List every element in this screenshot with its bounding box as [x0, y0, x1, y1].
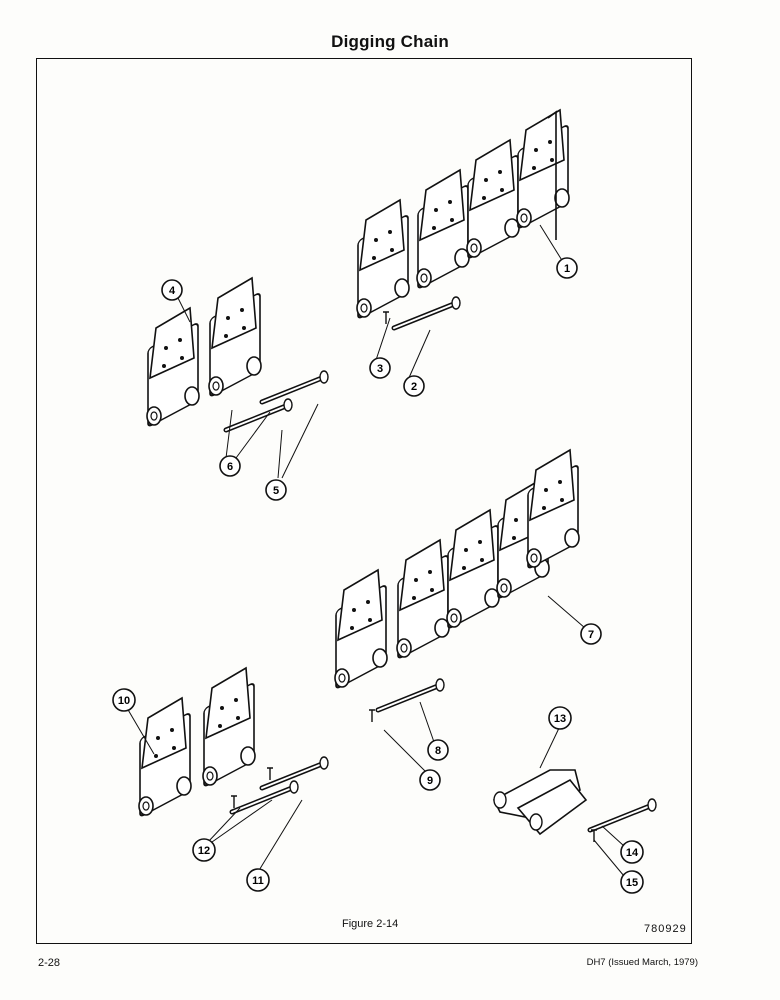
attachment-link-10 — [138, 667, 328, 818]
chain-assembly-upper — [356, 109, 570, 328]
svg-text:11: 11 — [252, 875, 264, 887]
callout-8: 8 — [427, 739, 449, 761]
attachment-link-4 — [146, 277, 328, 430]
callout-10: 10 — [112, 688, 136, 712]
figure-caption: Figure 2-14 — [342, 918, 399, 930]
svg-text:4: 4 — [169, 285, 176, 297]
callout-4: 4 — [161, 279, 183, 301]
callout-14: 14 — [620, 840, 644, 864]
callout-5: 5 — [265, 479, 287, 501]
svg-text:13: 13 — [554, 713, 566, 725]
callout-6: 6 — [219, 455, 241, 477]
callout-15: 15 — [620, 870, 644, 894]
svg-text:3: 3 — [377, 363, 383, 375]
callout-9: 9 — [419, 769, 441, 791]
svg-text:6: 6 — [227, 461, 233, 473]
page-number: 2-28 — [38, 957, 61, 969]
leader-lines — [126, 224, 625, 877]
svg-text:5: 5 — [273, 485, 279, 497]
svg-text:7: 7 — [588, 629, 594, 641]
svg-text:10: 10 — [118, 695, 130, 707]
figure-code: 780929 — [644, 923, 687, 935]
callout-1: 1 — [556, 257, 578, 279]
callout-2: 2 — [403, 375, 425, 397]
callout-3: 3 — [369, 357, 391, 379]
callout-11: 11 — [246, 868, 270, 892]
page-title: Digging Chain — [331, 32, 449, 51]
manual-id: DH7 (Issued March, 1979) — [586, 957, 698, 968]
svg-text:15: 15 — [626, 877, 638, 889]
chain-assembly-middle — [334, 449, 580, 723]
svg-text:12: 12 — [198, 845, 210, 857]
svg-text:8: 8 — [435, 745, 441, 757]
svg-text:9: 9 — [427, 775, 433, 787]
figure-frame — [36, 58, 692, 944]
svg-text:14: 14 — [626, 847, 639, 859]
connecting-link-13 — [492, 769, 656, 843]
callout-12: 12 — [192, 838, 216, 862]
callout-7: 7 — [580, 623, 602, 645]
svg-text:2: 2 — [411, 381, 417, 393]
svg-text:1: 1 — [564, 263, 570, 275]
callout-13: 13 — [548, 706, 572, 730]
